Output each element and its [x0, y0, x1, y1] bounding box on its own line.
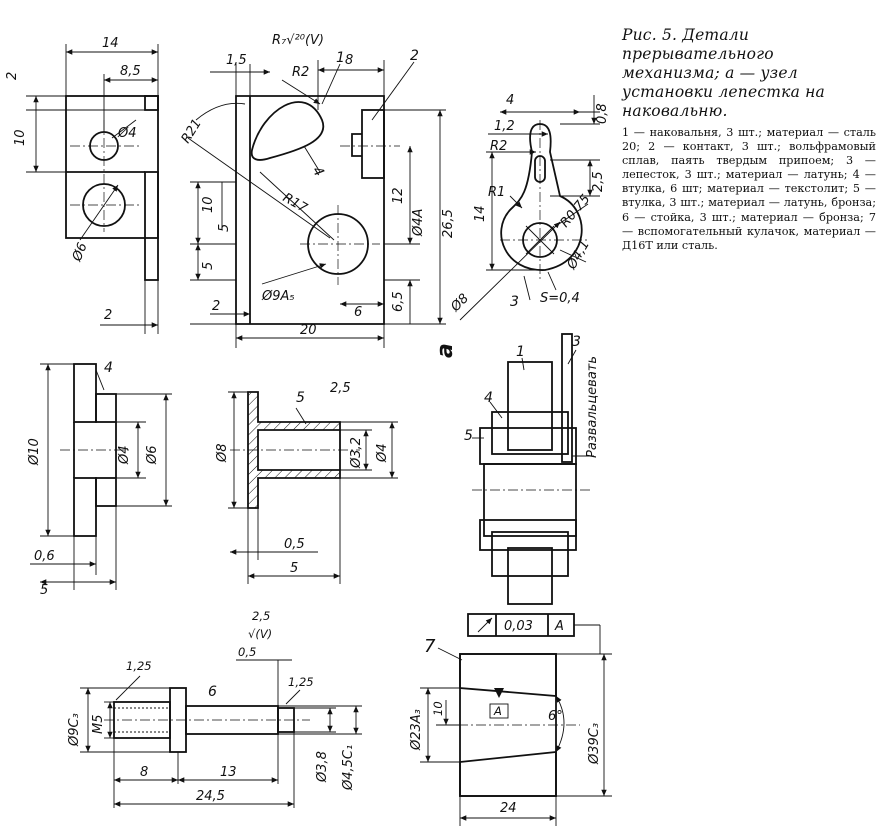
flare-note: Развальцевать: [585, 356, 600, 458]
part-label-2: 2: [410, 48, 419, 64]
dim-20: 20: [300, 323, 317, 338]
dim-r17: R17: [280, 190, 310, 216]
part-label-7: 7: [424, 636, 436, 657]
dim-0-5-post: 0,5: [238, 645, 256, 659]
dim-d39c3: Ø39C₃: [587, 723, 602, 765]
caption-title: Рис. 5. Детали прерывательного механизма…: [622, 26, 825, 120]
dim-d4-bush4: Ø4: [117, 445, 132, 465]
assembly-part-5: 5: [464, 428, 473, 444]
dim-s: S=0,4: [540, 291, 580, 306]
assembly-petal: [561, 333, 573, 463]
dim-d6: Ø6: [69, 241, 90, 265]
dim-d23a3: Ø23A₃: [409, 709, 424, 751]
dim-6: 6: [354, 305, 362, 320]
petal-part-3: 4 1,2 R2 0,8 2,5 R1 14 R0,75 Ø4,1 Ø8 S=0…: [448, 93, 610, 321]
post-roughness: 2,5: [252, 609, 270, 623]
side-view-body: [65, 95, 159, 239]
dim-13: 13: [220, 765, 237, 780]
contact-seat: [361, 109, 385, 179]
caption-legend: 1 — наковальня, 3 шт.; материал — сталь …: [622, 126, 876, 252]
dim-d4-5: Ø4,5C₁: [341, 745, 356, 791]
assembly-part-3: 3: [572, 334, 581, 350]
dim-8: 8: [345, 53, 353, 68]
slot-arc: [250, 101, 325, 161]
dim-d6-bush4: Ø6: [145, 445, 160, 465]
dim-d3-8: Ø3,8: [315, 751, 330, 783]
tolerance-base: A: [554, 619, 564, 634]
dim-26-5: 26,5: [441, 209, 456, 238]
assembly-part-4: 4: [484, 390, 493, 406]
dim-angle-6: 6°: [548, 709, 563, 724]
dim-5-upper: 5: [217, 224, 232, 232]
dim-d4-bush5: Ø4: [375, 443, 390, 463]
dim-14: 14: [102, 36, 119, 51]
part-label-1: 1: [336, 50, 345, 66]
dim-d3-2: Ø3,2: [349, 437, 364, 469]
assembly-anvil-top: [507, 361, 553, 451]
dim-4-petal: 4: [506, 93, 514, 108]
dim-d4-1: Ø4,1: [564, 238, 593, 273]
post-roughness-v: √(V): [248, 627, 272, 641]
dim-10: 10: [13, 129, 28, 146]
assembly-part-1: 1: [516, 344, 525, 360]
dim-10-cam: 10: [431, 701, 445, 716]
dim-1-25-left: 1,25: [126, 659, 152, 673]
part-label-6: 6: [208, 684, 217, 700]
dim-1-25-right: 1,25: [288, 675, 314, 689]
dim-5-bush4: 5: [40, 583, 48, 598]
dim-2: 2: [5, 72, 20, 80]
dim-5-lower: 5: [201, 262, 216, 270]
side-view-leg: [144, 171, 159, 281]
datum-a-box: [489, 703, 509, 719]
dim-24-cam: 24: [500, 801, 517, 816]
dim-r2: R2: [292, 65, 309, 80]
dim-r1: R1: [488, 185, 505, 200]
roughness-2-5: 2,5: [330, 381, 351, 396]
part-label-4-slot: 4: [309, 164, 327, 180]
dim-0-8: 0,8: [595, 103, 610, 124]
dim-5-bush5: 5: [290, 561, 298, 576]
side-view-anvil: 14 8,5 2 10 Ø4 Ø6 2: [5, 36, 159, 334]
dim-1-2: 1,2: [494, 119, 515, 134]
assembly-view-a: а 1 3 4 5 Развальцевать: [433, 333, 600, 605]
figure-caption: Рис. 5. Детали прерывательного механизма…: [622, 26, 876, 253]
dim-m5: M5: [91, 715, 106, 735]
dim-d8-bush5: Ø8: [215, 443, 230, 463]
dim-8-5: 8,5: [120, 64, 141, 79]
bushing-part-4: Ø10 Ø4 Ø6 0,6 5 4: [27, 360, 172, 598]
dim-10-anvil: 10: [201, 196, 216, 213]
dim-r2-petal: R2: [490, 139, 507, 154]
dim-2-5: 2,5: [591, 171, 606, 192]
datum-a: A: [493, 704, 502, 718]
part-label-5: 5: [296, 390, 305, 406]
dim-14-petal: 14: [473, 205, 488, 222]
dim-d4: Ø4: [117, 126, 137, 141]
dim-0-5: 0,5: [284, 537, 305, 552]
dim-2-anvil: 2: [212, 299, 220, 314]
dim-r21: R21: [179, 116, 205, 146]
dim-12: 12: [391, 187, 406, 204]
bushing-part-5: Ø8 Ø3,2 Ø4 0,5 5 2,5 5: [215, 381, 398, 584]
dim-d4a: Ø4A: [411, 209, 426, 237]
dim-6-5: 6,5: [391, 291, 406, 312]
dim-0-6: 0,6: [34, 549, 55, 564]
dim-d9c3: Ø9C₃: [67, 713, 82, 747]
view-label-a: а: [433, 343, 458, 358]
post-part-6: 2,5 √(V) 1,25 0,5 1,25 Ø9C₃ M5 8 13 24,5…: [67, 609, 362, 808]
roughness-mark: R₇√²⁰(V): [272, 33, 324, 48]
dim-d9a5: Ø9A₅: [261, 289, 295, 304]
petal-outline: [500, 123, 583, 271]
dim-8-post: 8: [140, 765, 148, 780]
anvil-front-view: R₇√²⁰(V): [179, 33, 456, 348]
dim-d10: Ø10: [27, 438, 42, 466]
dim-1-5: 1,5: [226, 53, 247, 68]
assembly-anvil-bottom: [507, 547, 553, 605]
dim-2-bottom: 2: [104, 308, 112, 323]
part-label-3: 3: [510, 294, 519, 310]
dim-24-5: 24,5: [196, 789, 225, 804]
part-label-4: 4: [104, 360, 113, 376]
cam-part-7: 0,03 A A Ø23A₃ 10 6° Ø39C₃ 24 7: [409, 613, 612, 826]
tolerance-value: 0,03: [504, 619, 533, 634]
